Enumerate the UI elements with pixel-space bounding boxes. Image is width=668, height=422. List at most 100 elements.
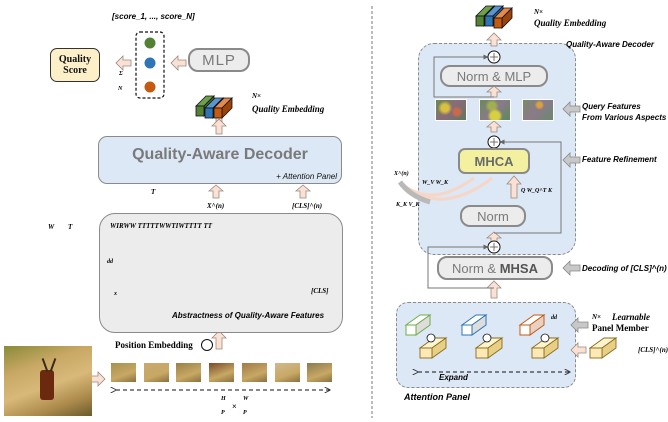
residual-line-mhsa <box>427 244 494 289</box>
patch-dim-w: W <box>243 396 249 402</box>
patch-dim-h: H <box>221 396 226 402</box>
x-label-right: X^(n) <box>394 171 409 177</box>
q-label: Q W_Q^T K <box>521 188 552 194</box>
panel-cls-token <box>530 337 560 359</box>
position-embedding-label: Position Embedding <box>115 340 193 350</box>
arrow-q-to-mhca <box>506 175 522 199</box>
norm-label: Norm <box>477 208 509 224</box>
mlp-label: MLP <box>202 51 236 69</box>
panel-member-green <box>404 314 432 336</box>
quality-score-line1: Quality <box>58 54 92 65</box>
score-dot-blue <box>144 57 156 69</box>
norm-mhsa-plain: Norm & <box>452 260 500 276</box>
cls-input-label: [CLS]^(n) <box>292 202 323 210</box>
panel-member-blue <box>460 314 488 336</box>
input-image <box>4 346 92 416</box>
arrow-add-to-queries <box>485 120 503 133</box>
arrow-x-to-decoder <box>207 184 225 199</box>
query-feature-map-3 <box>522 99 554 121</box>
arrow-query-features <box>562 101 581 117</box>
arrow-cls-to-decoder <box>294 184 312 199</box>
norm-box: Norm <box>460 205 526 227</box>
feature-refinement-label: Feature Refinement <box>582 155 657 164</box>
cls-token-input <box>588 337 618 359</box>
image-patch <box>175 362 203 383</box>
attention-panel-title: Attention Panel <box>404 392 471 402</box>
image-patch <box>110 362 137 383</box>
wv-label: W_V W_K <box>422 180 448 186</box>
quality-score-line2: Score <box>63 65 87 76</box>
panel-member-orange <box>518 314 546 336</box>
image-patch <box>273 362 301 383</box>
quality-embedding-label-right: Quality Embedding <box>534 18 607 28</box>
query-features-label: Query Features From Various Aspects <box>582 101 666 123</box>
quality-embedding-cubes-left <box>195 95 233 119</box>
residual-line-mlp <box>433 54 494 98</box>
decoder-title: Quality-Aware Decoder <box>132 146 308 163</box>
panel-member-line1: Learnable <box>612 312 650 322</box>
panel-add-icon-1 <box>426 333 436 343</box>
score-group-box <box>135 31 165 99</box>
x-input-arrow <box>397 180 431 205</box>
arrow-decoder-to-embed-right <box>486 32 502 47</box>
panel-cls-token <box>418 337 448 359</box>
norm-mhsa-bold: MHSA <box>499 260 538 276</box>
quality-score-box: Quality Score <box>50 48 100 82</box>
quality-embedding-count-left: N× <box>252 92 262 100</box>
t-label: T <box>151 188 156 196</box>
panel-dd-label: dd <box>551 315 557 321</box>
panel-add-icon-2 <box>482 333 492 343</box>
arrow-mlp-to-scores <box>170 55 187 71</box>
panel-cls-token <box>474 337 504 359</box>
query-feature-map-1 <box>435 99 467 121</box>
arrow-panel-to-mhsa <box>486 280 502 299</box>
panel-member-count: N× <box>592 313 602 321</box>
image-patch <box>306 362 334 383</box>
quality-aware-decoder: Quality-Aware Decoder + Attention Panel <box>98 136 342 184</box>
encoder-box <box>99 213 343 333</box>
t-label-2: T <box>68 223 73 231</box>
mhca-label: MHCA <box>474 153 514 169</box>
panel-cls-label: [CLS]^(n) <box>638 346 668 354</box>
query-features-line2: From Various Aspects <box>582 113 667 122</box>
encoder-caption: Abstractness of Quality-Aware Features <box>172 311 325 320</box>
score-dot-green <box>144 37 156 49</box>
patch-dim-p1: P <box>221 410 225 416</box>
arrow-patches-to-encoder <box>211 330 227 350</box>
arrow-queries-to-mlp <box>485 85 503 98</box>
kv-label: K_K V_K <box>396 202 420 208</box>
patch-dim-p2: P <box>243 410 247 416</box>
encoder-header: WIRWW TTTTTWWTIWTTTT TT <box>110 222 213 230</box>
norm-mhsa-box: Norm & MHSA <box>437 256 553 280</box>
norm-mlp-label: Norm & MLP <box>456 68 532 84</box>
arrow-panel-member <box>570 317 589 333</box>
decoding-of-label: Decoding of [CLS]^(n) <box>582 264 667 273</box>
decoder-detail-title: Quality-Aware Decoder <box>566 40 655 49</box>
encoder-dd-label: dd <box>107 259 113 265</box>
arrow-decoding-of <box>562 260 581 276</box>
score-dot-orange <box>144 81 156 93</box>
image-patch <box>208 362 236 383</box>
panel-member-line2: Panel Member <box>592 323 649 333</box>
score-glyph-bottom: N <box>118 86 123 92</box>
query-feature-map-2 <box>479 99 511 121</box>
position-embedding-add-icon <box>201 339 213 351</box>
w-label: W <box>48 223 55 231</box>
query-features-line1: Query Features <box>582 102 641 111</box>
norm-mlp-box: Norm & MLP <box>440 65 548 87</box>
scores-label: [score_1, ..., score_N] <box>112 12 195 21</box>
arrow-cls-to-panel <box>570 342 587 358</box>
encoder-cls-label: [CLS] <box>311 287 329 295</box>
decoder-subtitle: + Attention Panel <box>276 172 337 181</box>
quality-embedding-label-left: Quality Embedding <box>252 104 325 114</box>
arrow-decoder-to-embed <box>211 118 227 135</box>
arrow-scores-to-quality <box>115 55 132 71</box>
mlp-box: MLP <box>188 48 250 72</box>
quality-embedding-cubes-right <box>475 5 513 29</box>
panel-add-icon-3 <box>540 333 550 343</box>
arrow-feature-refinement <box>562 152 581 168</box>
x-input-label: X^(n) <box>207 202 225 210</box>
residual-line-mhca <box>494 139 562 234</box>
mhca-box: MHCA <box>458 148 530 174</box>
